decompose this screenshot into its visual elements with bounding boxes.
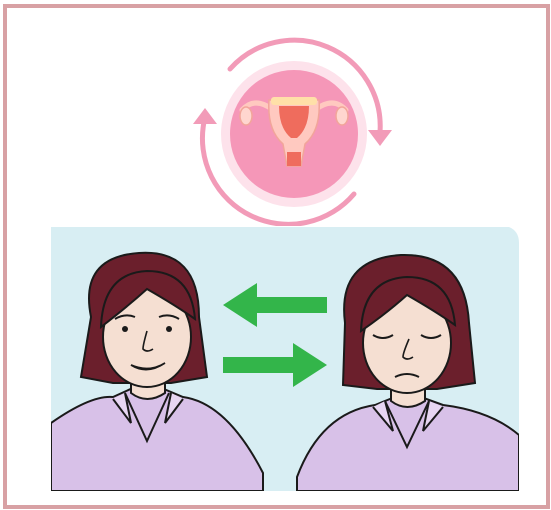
mood-swing-illustration [51,227,519,491]
cycle-arrowhead-left [193,108,217,124]
menstrual-cycle-graphic [187,34,397,226]
cycle-arrowhead-right [368,130,392,146]
image-frame [3,4,550,509]
